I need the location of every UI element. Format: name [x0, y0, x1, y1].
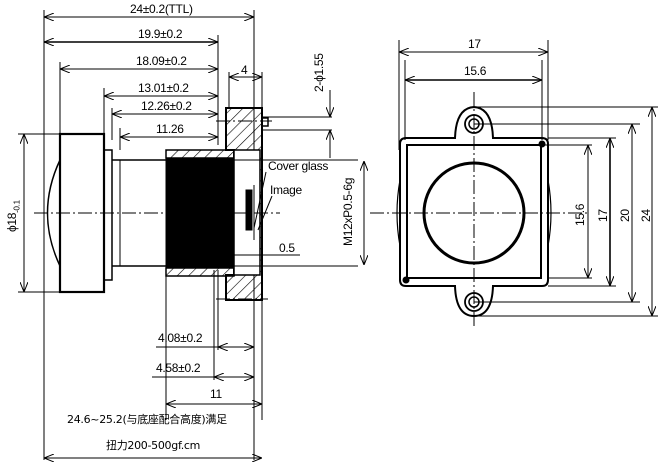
cover-glass-callout: Cover glass [268, 159, 329, 173]
image-callout: Image [270, 183, 302, 197]
front-width-15-6: 15.6 [464, 64, 487, 78]
diameter-value: ϕ18 [5, 212, 19, 232]
front-height-20: 20 [618, 209, 632, 222]
dim-11-26: 11.26 [156, 122, 184, 136]
dim-19-9: 19.9±0.2 [138, 27, 183, 41]
diameter-tolerance: -0.1 [12, 200, 22, 213]
ttl-dimension: 24±0.2(TTL) [130, 2, 193, 16]
front-width-17: 17 [468, 37, 481, 51]
dim-18-09: 18.09±0.2 [136, 54, 187, 68]
dim-11: 11 [210, 387, 222, 401]
dim-4-08: 4.08±0.2 [158, 331, 203, 345]
dim-0-5: 0.5 [279, 241, 295, 255]
note-torque: 扭力200-500gf.cm [106, 439, 201, 452]
thread-spec: M12xP0.5-6g [341, 177, 355, 246]
dim-4: 4 [241, 63, 248, 77]
hole-dimension: 2-ϕ1.55 [312, 53, 326, 92]
front-height-17: 17 [596, 209, 610, 222]
dim-13-01: 13.01±0.2 [138, 81, 189, 95]
front-height-24: 24 [639, 209, 653, 222]
dim-4-58: 4.58±0.2 [156, 361, 201, 375]
note-height-range: 24.6~25.2(与底座配合高度)满足 [67, 413, 227, 426]
dim-12-26: 12.26±0.2 [141, 99, 192, 113]
diameter-dimension: ϕ18-0.1 [5, 200, 23, 232]
front-height-15-6: 15.6 [573, 203, 587, 226]
